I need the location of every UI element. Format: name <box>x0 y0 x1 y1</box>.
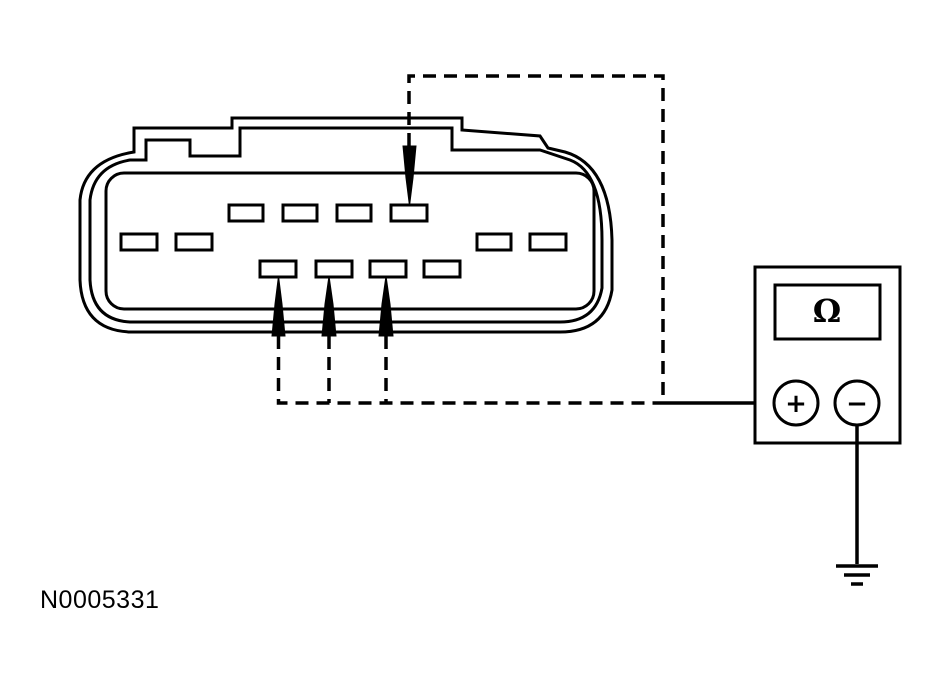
dashed-lead-lower-1 <box>276 336 663 405</box>
figure-reference-id: N0005331 <box>40 586 160 614</box>
dashed-lead-top <box>407 74 665 403</box>
pin-middle-right-1 <box>475 232 513 252</box>
pin-middle-left-2 <box>174 232 214 252</box>
pin-upper-2 <box>281 203 319 223</box>
positive-terminal-label: + <box>785 389 807 419</box>
dashed-test-leads <box>276 74 665 405</box>
pin-middle-right-2 <box>528 232 568 252</box>
positive-terminal <box>772 379 820 427</box>
pin-upper-1 <box>227 203 265 223</box>
pin-upper-3 <box>335 203 373 223</box>
negative-terminal-label: − <box>846 389 868 419</box>
pin-cavities <box>119 203 568 279</box>
connector-face <box>104 171 596 311</box>
connector-housing <box>78 116 614 334</box>
ground-icon <box>836 564 878 586</box>
connector-outer-shell <box>78 116 614 334</box>
pin-lower-2 <box>314 259 354 279</box>
ohmmeter: Ω + − <box>753 265 902 445</box>
pin-middle-left-1 <box>119 232 159 252</box>
test-probes <box>271 145 417 337</box>
meter-display <box>773 283 882 341</box>
pin-upper-4 <box>389 203 429 223</box>
ohm-symbol: Ω <box>813 292 841 330</box>
probe-lower-2 <box>321 275 337 337</box>
probe-lower-1 <box>271 275 286 337</box>
pin-lower-4 <box>422 259 462 279</box>
connector-shell-rim <box>88 126 604 324</box>
probe-top <box>402 145 417 207</box>
pin-lower-1 <box>258 259 298 279</box>
pin-lower-3 <box>368 259 408 279</box>
probe-lower-3 <box>378 275 394 337</box>
